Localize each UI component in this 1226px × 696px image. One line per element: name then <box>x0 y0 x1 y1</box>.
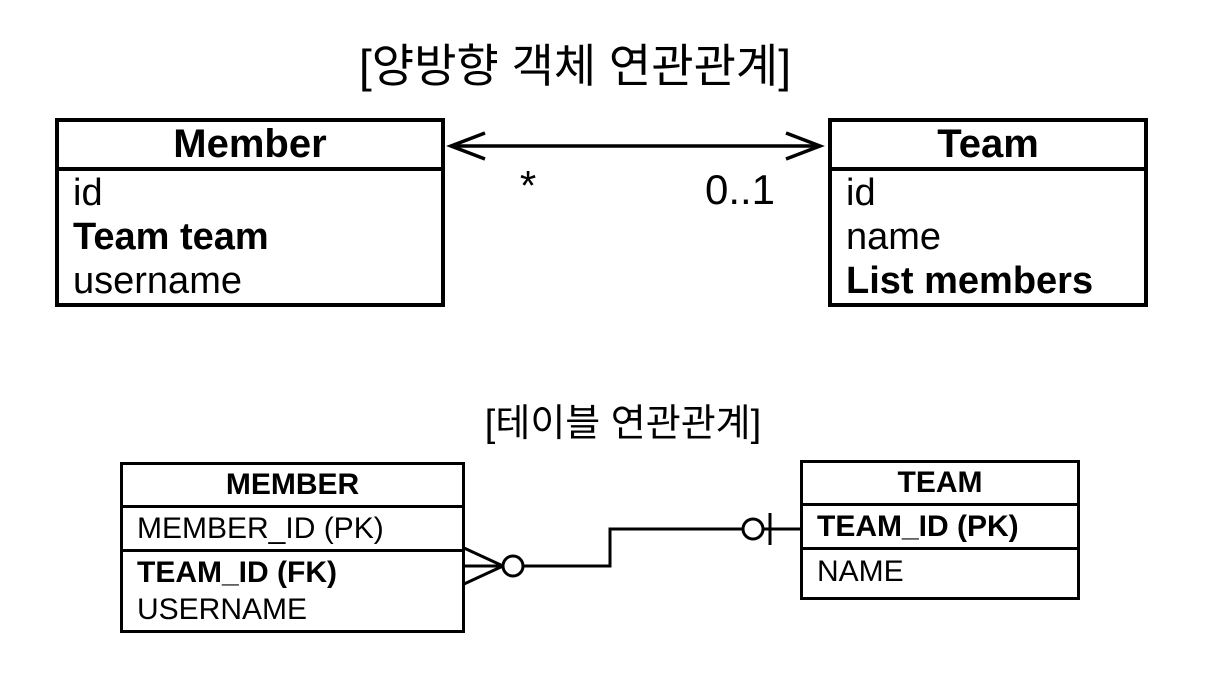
table-association-title: [테이블 연관관계] <box>484 403 762 445</box>
member-table-fields: TEAM_ID (FK) USERNAME <box>123 552 462 628</box>
table-field-username: USERNAME <box>137 593 308 626</box>
class-field-username: username <box>73 260 242 302</box>
team-table-title: TEAM <box>803 463 1077 506</box>
member-table-box: MEMBER MEMBER_ID (PK) TEAM_ID (FK) USERN… <box>120 462 465 633</box>
member-class-fields: id Team team username <box>59 171 441 303</box>
class-field-team-team: Team team <box>73 216 269 258</box>
optional-circle-team-icon <box>741 517 765 541</box>
team-table-box: TEAM TEAM_ID (PK) NAME <box>800 460 1080 600</box>
table-relationship-connector <box>463 513 800 586</box>
member-class-title: Member <box>59 122 441 171</box>
arrowhead-right-icon <box>785 131 825 161</box>
table-field-name: NAME <box>817 555 904 588</box>
class-field-list-members: List members <box>846 260 1094 302</box>
arrowhead-left-icon <box>446 131 486 161</box>
member-table-title: MEMBER <box>123 465 462 508</box>
team-class-box: Team id name List members <box>828 118 1148 307</box>
team-table-pk-row: TEAM_ID (PK) <box>803 506 1077 550</box>
class-field-id: id <box>73 172 103 214</box>
connector-path <box>523 527 743 568</box>
bidirectional-arrow <box>446 131 825 161</box>
multiplicity-member-side: * <box>519 162 537 209</box>
team-class-title: Team <box>832 122 1144 171</box>
member-table-pk-row: MEMBER_ID (PK) <box>123 508 462 552</box>
team-class-fields: id name List members <box>832 171 1144 303</box>
member-class-box: Member id Team team username <box>55 118 445 307</box>
table-field-team-id-fk: TEAM_ID (FK) <box>137 556 337 589</box>
object-association-title: [양방향 객체 연관관계] <box>358 40 791 92</box>
crow-foot-many-icon <box>463 546 504 586</box>
optional-circle-member-icon <box>501 554 525 578</box>
class-field-name: name <box>846 216 942 258</box>
multiplicity-team-side: 0..1 <box>704 166 776 213</box>
class-field-id: id <box>846 172 876 214</box>
